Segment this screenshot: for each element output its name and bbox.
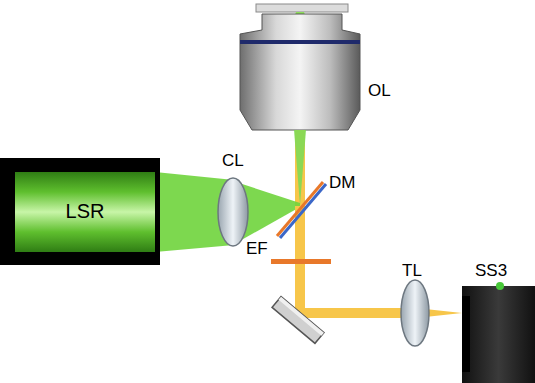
camera-body — [462, 286, 535, 383]
camera-indicator — [496, 282, 504, 290]
emission-beam — [295, 130, 305, 206]
emission-filter — [271, 259, 331, 264]
mirror-label: DM — [329, 174, 355, 191]
lens-label: CL — [222, 152, 244, 169]
camera-front — [462, 296, 470, 372]
filter-label: EF — [246, 240, 268, 257]
mirror — [272, 297, 324, 344]
objective-ring — [240, 40, 360, 44]
cylindrical-lens — [218, 178, 248, 246]
camera-label: SS3 — [475, 262, 507, 279]
sample-slide — [256, 4, 348, 12]
dichroic-mirror-back — [280, 184, 326, 238]
objective-label: OL — [368, 82, 391, 99]
tube-lens — [401, 280, 429, 346]
lens-label: TL — [402, 262, 422, 279]
objective-lens — [240, 14, 360, 130]
laser-body: LSR — [0, 158, 160, 265]
emission-beam-horizontal — [300, 308, 414, 318]
dichroic-mirror — [277, 182, 323, 236]
laser-label: LSR — [66, 200, 105, 223]
excitation-beam — [294, 130, 306, 205]
